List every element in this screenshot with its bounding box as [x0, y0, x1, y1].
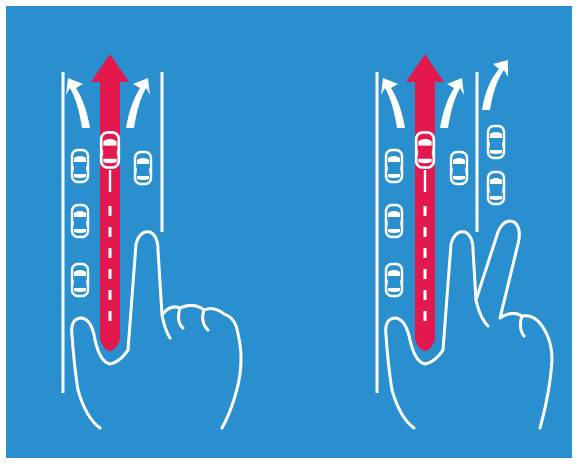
background-panel: [6, 6, 572, 458]
